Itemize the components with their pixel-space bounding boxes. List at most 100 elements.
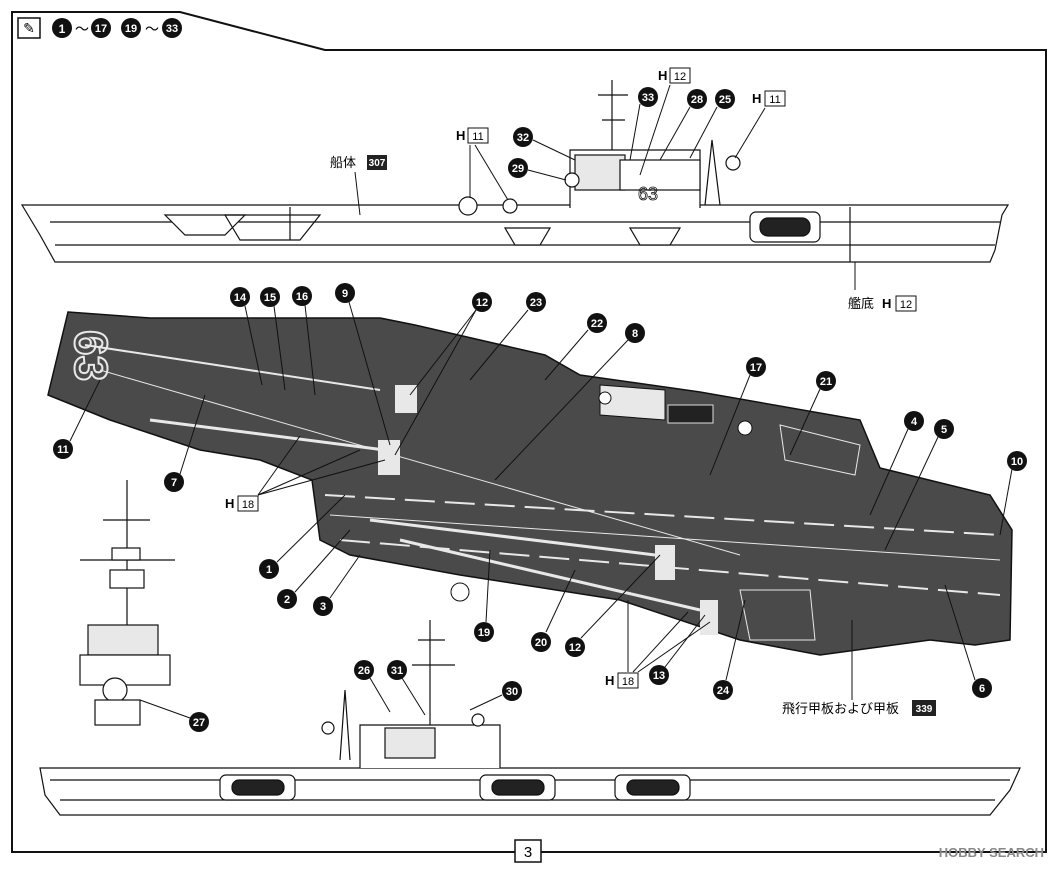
svg-text:22: 22 [591, 318, 603, 330]
svg-text:30: 30 [506, 686, 518, 698]
svg-text:3: 3 [524, 844, 532, 861]
svg-text:23: 23 [530, 297, 542, 309]
watermark: HOBBY SEARCH [939, 845, 1044, 860]
callout-4: 4 [869, 411, 924, 516]
callout-12-top: 12 [394, 292, 492, 456]
callout-17: 17 [709, 357, 766, 476]
svg-text:27: 27 [193, 717, 205, 729]
callout-10: 10 [999, 451, 1027, 536]
svg-text:33: 33 [642, 92, 654, 104]
svg-text:7: 7 [171, 477, 177, 489]
svg-text:21: 21 [820, 376, 832, 388]
callout-5: 5 [884, 419, 954, 551]
svg-text:5: 5 [941, 424, 947, 436]
svg-text:9: 9 [342, 288, 348, 300]
callout-19: 19 [474, 549, 494, 642]
callout-26: 26 [354, 660, 391, 713]
paint-icon: ✎ [23, 20, 35, 36]
svg-text:29: 29 [512, 163, 524, 175]
svg-text:12: 12 [900, 299, 912, 311]
callout-1: 1 [259, 494, 346, 579]
svg-text:12: 12 [674, 71, 686, 83]
side-view-top [20, 80, 1010, 263]
side-view-bottom [39, 620, 1021, 816]
page-number: 3 [514, 839, 542, 863]
svg-text:11: 11 [57, 444, 69, 456]
svg-text:艦底: 艦底 [848, 296, 874, 312]
svg-text:3: 3 [320, 601, 326, 613]
h12-label: H 12 [639, 67, 691, 176]
svg-text:H: H [225, 496, 234, 511]
svg-text:307: 307 [369, 158, 386, 169]
svg-text:13: 13 [653, 670, 665, 682]
svg-text:8: 8 [632, 328, 638, 340]
svg-text:26: 26 [358, 665, 370, 677]
svg-text:飛行甲板および甲板: 飛行甲板および甲板 [782, 702, 899, 717]
svg-text:11: 11 [769, 94, 780, 106]
svg-text:H: H [752, 91, 761, 106]
range-b-end: 33 [166, 23, 178, 35]
deck-label: 飛行甲板および甲板 339 [782, 620, 936, 717]
callout-30: 30 [469, 681, 522, 711]
tilde-b: ～ [145, 22, 159, 38]
callout-13: 13 [649, 614, 706, 685]
callout-20: 20 [531, 569, 576, 652]
callout-22: 22 [544, 313, 607, 381]
svg-text:11: 11 [472, 131, 483, 143]
svg-text:H: H [658, 68, 667, 83]
svg-text:HOBBY SEARCH: HOBBY SEARCH [939, 845, 1044, 860]
callout-23: 23 [469, 292, 546, 381]
callout-33: 33 [629, 87, 658, 161]
svg-text:17: 17 [750, 362, 762, 374]
svg-text:18: 18 [622, 676, 634, 688]
h11-label-a: H 11 [456, 127, 509, 201]
page-frame [11, 11, 1047, 853]
svg-text:339: 339 [916, 704, 933, 715]
callout-28: 28 [659, 89, 707, 161]
range-a-start: 1 [59, 22, 66, 36]
keel-label: 艦底 H 12 [848, 262, 917, 312]
svg-text:32: 32 [517, 132, 529, 144]
svg-text:20: 20 [535, 637, 547, 649]
svg-text:H: H [882, 296, 891, 311]
callout-31: 31 [387, 660, 426, 716]
svg-text:6: 6 [979, 683, 985, 695]
island-detail [79, 480, 175, 726]
callout-27: 27 [139, 699, 209, 732]
svg-text:4: 4 [911, 416, 918, 428]
svg-text:28: 28 [691, 94, 703, 106]
svg-text:18: 18 [242, 499, 254, 511]
svg-text:1: 1 [266, 564, 272, 576]
tilde-a: ～ [75, 22, 89, 38]
h11-label-b: H 11 [734, 90, 786, 159]
callout-2: 2 [277, 529, 351, 609]
svg-text:31: 31 [391, 665, 403, 677]
svg-text:2: 2 [284, 594, 290, 606]
svg-text:14: 14 [234, 292, 247, 304]
svg-text:10: 10 [1011, 456, 1023, 468]
svg-text:16: 16 [296, 291, 308, 303]
callout-14: 14 [230, 287, 263, 386]
h18-label-a: H 18 [225, 435, 386, 512]
callout-25: 25 [689, 89, 735, 159]
range-b-start: 19 [125, 23, 137, 35]
svg-text:H: H [605, 673, 614, 688]
hull-number-deck: 63 [65, 330, 117, 381]
svg-text:12: 12 [476, 297, 488, 309]
callout-12-bottom: 12 [565, 554, 661, 657]
svg-text:24: 24 [717, 685, 730, 697]
callout-3: 3 [313, 554, 361, 616]
svg-text:H: H [456, 128, 465, 143]
callout-7: 7 [164, 394, 206, 492]
svg-text:15: 15 [264, 292, 276, 304]
range-a-end: 17 [95, 23, 107, 35]
callout-15: 15 [260, 287, 286, 391]
callout-6: 6 [944, 584, 992, 698]
callout-8: 8 [494, 323, 645, 481]
h18-label-b: H 18 [605, 600, 711, 689]
hull-number-top: 63 [638, 184, 658, 204]
flight-deck-plan [47, 311, 1013, 656]
header: ✎ 1 ～ 17 19 ～ 33 [17, 17, 182, 39]
callout-21: 21 [789, 371, 836, 456]
